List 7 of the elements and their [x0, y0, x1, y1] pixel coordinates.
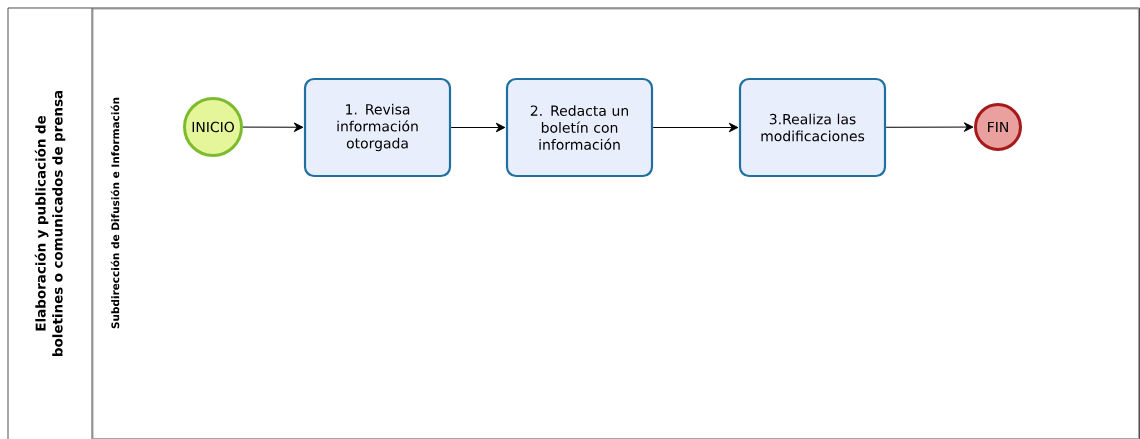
task-box: 2. Redacta un boletín con información — [505, 77, 654, 178]
task-box: 3.Realiza las modificaciones — [738, 77, 887, 178]
task-box: 1. Revisa información otorgada — [303, 77, 452, 178]
arrow — [450, 122, 506, 133]
arrow — [242, 122, 304, 132]
arrow — [885, 122, 974, 132]
arrow — [652, 122, 739, 133]
